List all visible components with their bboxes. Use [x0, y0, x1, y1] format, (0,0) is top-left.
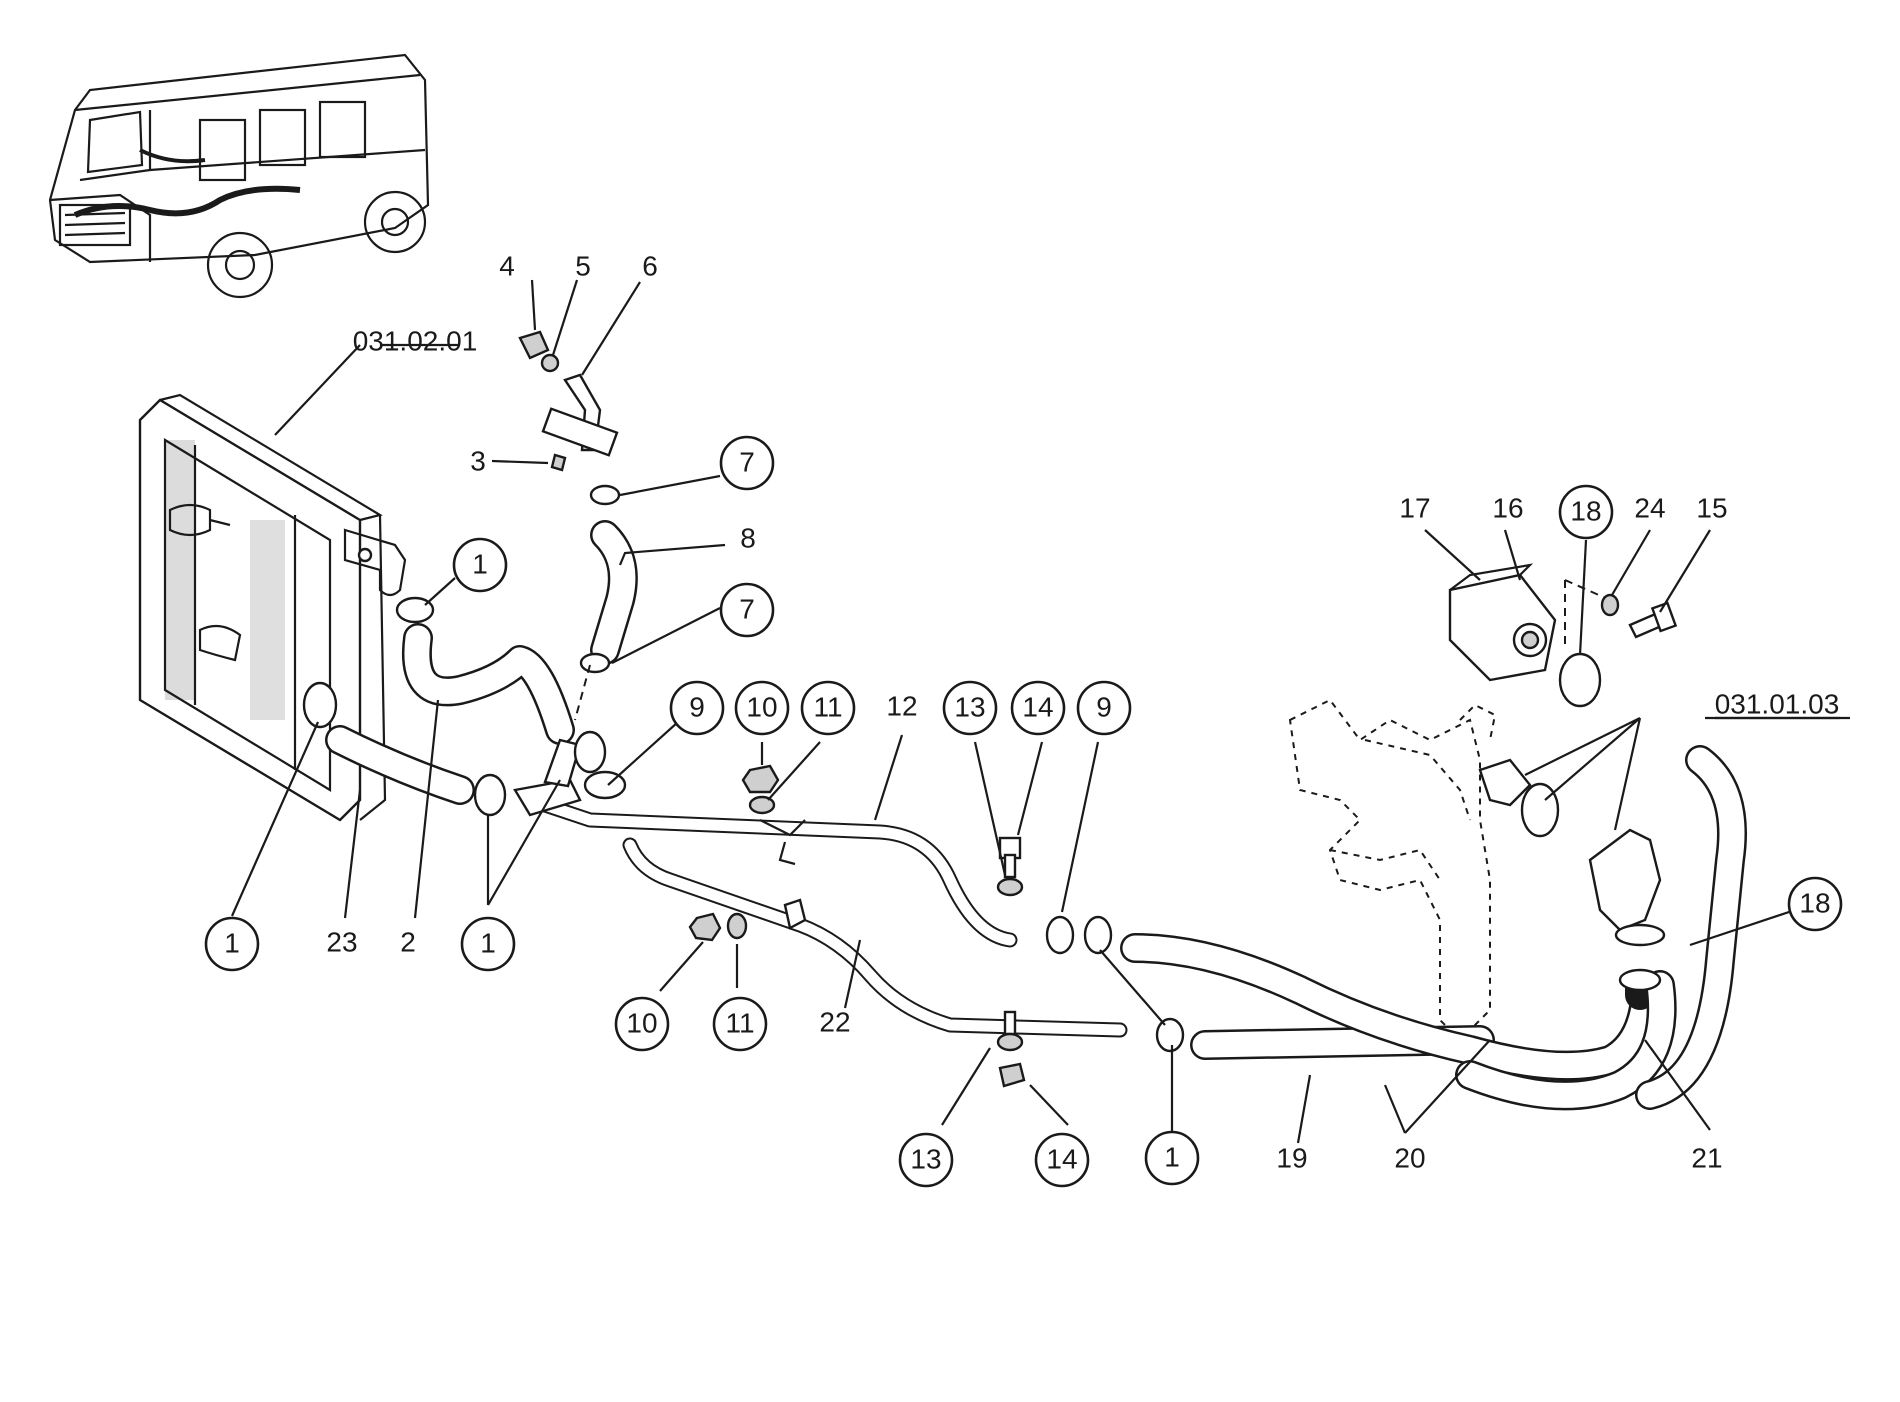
reference-label: 031.02.01 — [353, 325, 478, 356]
callout: 10 — [734, 680, 790, 736]
callout: 21 — [1691, 1142, 1722, 1173]
callout: 12 — [886, 690, 917, 721]
callout: 20 — [1394, 1142, 1425, 1173]
svg-text:14: 14 — [1022, 691, 1053, 722]
hoses — [325, 520, 1747, 1111]
callout: 10 — [614, 996, 670, 1052]
callout: 18 — [1787, 876, 1843, 932]
vehicle-thumbnail — [48, 53, 430, 299]
svg-text:11: 11 — [813, 691, 842, 722]
callout: 17 — [1399, 492, 1430, 523]
callout: 1 — [460, 916, 516, 972]
callout: 4 — [499, 250, 515, 281]
svg-text:13: 13 — [954, 691, 985, 722]
callout: 18 — [1558, 484, 1614, 540]
callout: 7 — [719, 435, 775, 491]
svg-text:1: 1 — [480, 927, 496, 958]
callout: 6 — [642, 250, 658, 281]
reference-label: 031.01.03 — [1715, 688, 1840, 719]
svg-text:9: 9 — [1096, 691, 1112, 722]
callout: 9 — [669, 680, 725, 736]
svg-text:10: 10 — [746, 691, 777, 722]
svg-text:13: 13 — [910, 1143, 941, 1174]
svg-text:1: 1 — [1164, 1141, 1180, 1172]
callout: 23 — [326, 926, 357, 957]
callout: 5 — [575, 250, 591, 281]
callouts: 031.02.01 031.01.03 1 1 1 1 2 3 4 5 6 7 … — [204, 250, 1850, 1188]
callout: 2 — [400, 926, 416, 957]
callout: 1 — [452, 537, 508, 593]
svg-text:1: 1 — [224, 927, 240, 958]
callout: 19 — [1276, 1142, 1307, 1173]
callout: 7 — [719, 582, 775, 638]
svg-text:9: 9 — [689, 691, 705, 722]
callout: 1 — [204, 916, 260, 972]
svg-text:7: 7 — [739, 593, 755, 624]
callout: 16 — [1492, 492, 1523, 523]
callout: 3 — [470, 445, 486, 476]
svg-text:14: 14 — [1046, 1143, 1077, 1174]
svg-text:11: 11 — [725, 1007, 754, 1038]
callout: 11 — [712, 996, 768, 1052]
callout: 24 — [1634, 492, 1665, 523]
svg-text:10: 10 — [626, 1007, 657, 1038]
svg-text:18: 18 — [1799, 887, 1830, 918]
callout: 14 — [1034, 1132, 1090, 1188]
svg-text:7: 7 — [739, 446, 755, 477]
callout: 14 — [1010, 680, 1066, 736]
callout: 15 — [1696, 492, 1727, 523]
callout: 13 — [898, 1132, 954, 1188]
callout: 13 — [942, 680, 998, 736]
svg-text:1: 1 — [472, 548, 488, 579]
callout: 9 — [1076, 680, 1132, 736]
svg-text:18: 18 — [1570, 495, 1601, 526]
callout: 8 — [740, 522, 756, 553]
callout: 22 — [819, 1006, 850, 1037]
callout: 1 — [1144, 1130, 1200, 1186]
pipes — [522, 792, 1128, 1038]
callout: 11 — [800, 680, 856, 736]
hardware — [302, 330, 1678, 1088]
